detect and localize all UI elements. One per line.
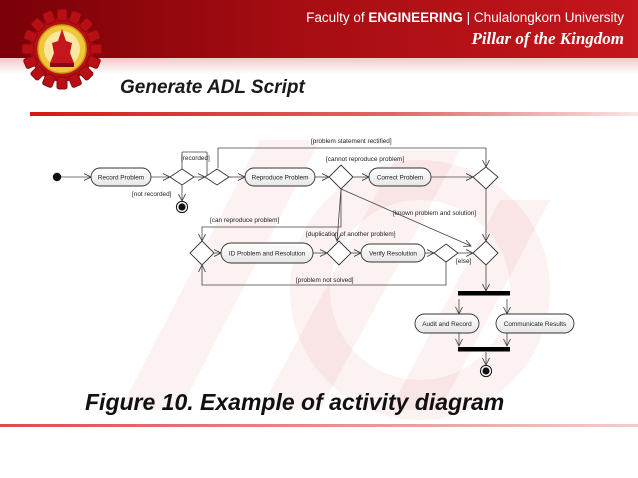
figure-caption: Figure 10. Example of activity diagram: [85, 389, 505, 415]
label-record-problem: Record Problem: [98, 174, 144, 181]
faculty-prefix: Faculty of: [306, 10, 369, 25]
label-audit-record: Audit and Record: [422, 321, 472, 328]
header-fade: [0, 58, 638, 74]
label-identify-problem: ID Problem and Resolution: [229, 250, 306, 257]
merge-before-reproduce: [204, 168, 230, 186]
activity-audit-record: [414, 313, 480, 334]
fork-bar: [458, 291, 510, 296]
guard-else: [else]: [456, 258, 471, 265]
guard-can-reproduce: [can reproduce problem]: [210, 217, 279, 224]
final-node-not-recorded: [175, 200, 189, 214]
university-name: | Chulalongkorn University: [462, 10, 624, 25]
label-communicate-results: Communicate Results: [504, 321, 567, 328]
join-bar: [458, 347, 510, 352]
activity-reproduce-problem: [244, 167, 316, 187]
merge-before-verify: [326, 240, 352, 266]
activity-verify-resolution: [360, 243, 426, 263]
merge-before-fork: [472, 240, 499, 266]
transitions: [61, 147, 507, 365]
label-reproduce-problem: Reproduce Problem: [252, 174, 309, 181]
slide-title: Generate ADL Script: [120, 77, 305, 98]
guard-problem-rectified: [problem statement rectified]: [311, 138, 392, 145]
guard-duplication: [duplication of another problem]: [306, 231, 396, 238]
label-correct-problem: Correct Problem: [377, 174, 424, 181]
guard-cannot-reproduce: [cannot reproduce problem]: [326, 156, 404, 163]
watermark-emblem: [120, 140, 550, 420]
final-node-end: [479, 364, 493, 378]
tagline: Pillar of the Kingdom: [471, 29, 624, 48]
footer-divider: [0, 424, 638, 427]
guard-known-problem: [known problem and solution]: [393, 210, 476, 217]
activity-correct-problem: [368, 167, 432, 187]
faculty-heading: Faculty of ENGINEERING | Chulalongkorn U…: [306, 10, 624, 25]
guard-problem-not-solved: [problem not solved]: [296, 277, 354, 284]
guard-not-recorded: [not recorded]: [132, 191, 172, 198]
header-banner: [0, 0, 638, 58]
decision-recorded: [169, 168, 195, 186]
guard-recorded: [recorded]: [181, 155, 210, 162]
initial-node: [52, 172, 62, 182]
label-verify-resolution: Verify Resolution: [369, 250, 417, 257]
activity-communicate-results: [495, 313, 575, 334]
university-seal-icon: [20, 7, 104, 91]
decision-reproduce-outcome: [328, 164, 354, 190]
activity-identify-problem: [220, 242, 314, 264]
activity-record-problem: [90, 167, 152, 187]
faculty-name: ENGINEERING: [368, 10, 463, 25]
merge-after-correct: [472, 166, 499, 190]
merge-before-identify: [189, 240, 215, 266]
decision-verify-outcome: [433, 243, 459, 263]
title-divider: [30, 112, 638, 116]
